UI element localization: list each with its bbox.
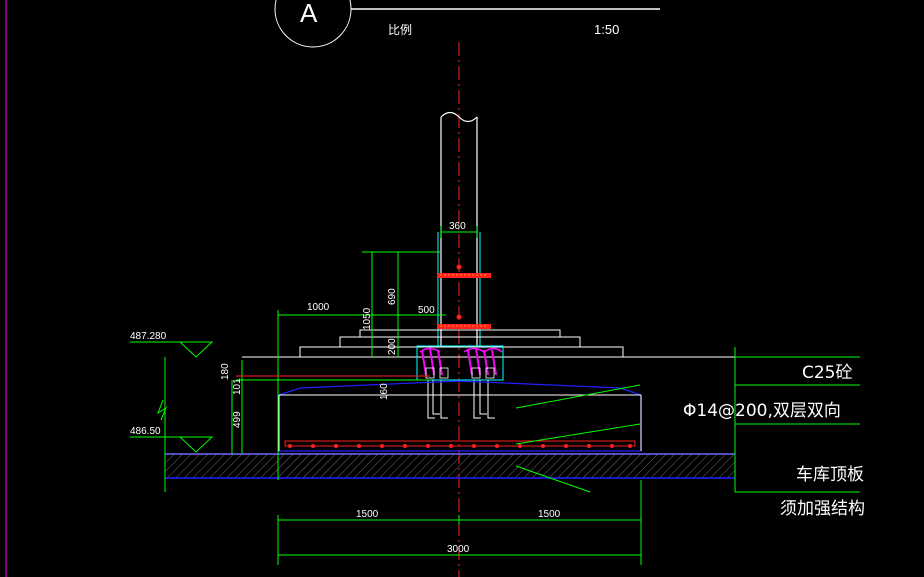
dimension-lines (130, 226, 860, 565)
rebar-bottom (284, 440, 636, 448)
scale-value: 1:50 (594, 22, 619, 37)
dim-column-width: 360 (449, 221, 466, 232)
dim-height-180: 180 (220, 363, 231, 380)
dim-height-160: 160 (379, 383, 390, 400)
dim-total-width: 3000 (447, 544, 470, 555)
dim-height-200: 200 (387, 338, 398, 355)
dim-left-offset: 1000 (307, 302, 330, 313)
scale-label: 比例 (388, 23, 412, 37)
note-roof-slab: 车库顶板 (796, 465, 864, 485)
roof-slab (165, 453, 735, 479)
dim-left-half: 1500 (356, 509, 379, 520)
dim-height-101: 101 (232, 378, 243, 395)
dim-width-500: 500 (418, 305, 435, 316)
elevation-bottom: 486.50 (130, 426, 161, 437)
elevation-top: 487.280 (130, 331, 167, 342)
anchor-bolt-upper (437, 264, 491, 278)
note-concrete: C25砼 (802, 363, 853, 383)
dim-right-half: 1500 (538, 509, 561, 520)
base-plates (242, 329, 735, 358)
dim-height-690: 690 (387, 288, 398, 305)
note-rebar: Φ14@200,双层双向 (683, 401, 841, 421)
anchor-bolt-lower (437, 314, 491, 329)
base-box (416, 345, 504, 381)
footing (278, 380, 642, 452)
dim-height-1050: 1050 (362, 307, 373, 330)
anchor-legs (427, 380, 495, 419)
dim-height-499: 499 (232, 411, 243, 428)
section-marker-label: A (300, 0, 318, 28)
note-reinforce: 须加强结构 (780, 499, 865, 519)
